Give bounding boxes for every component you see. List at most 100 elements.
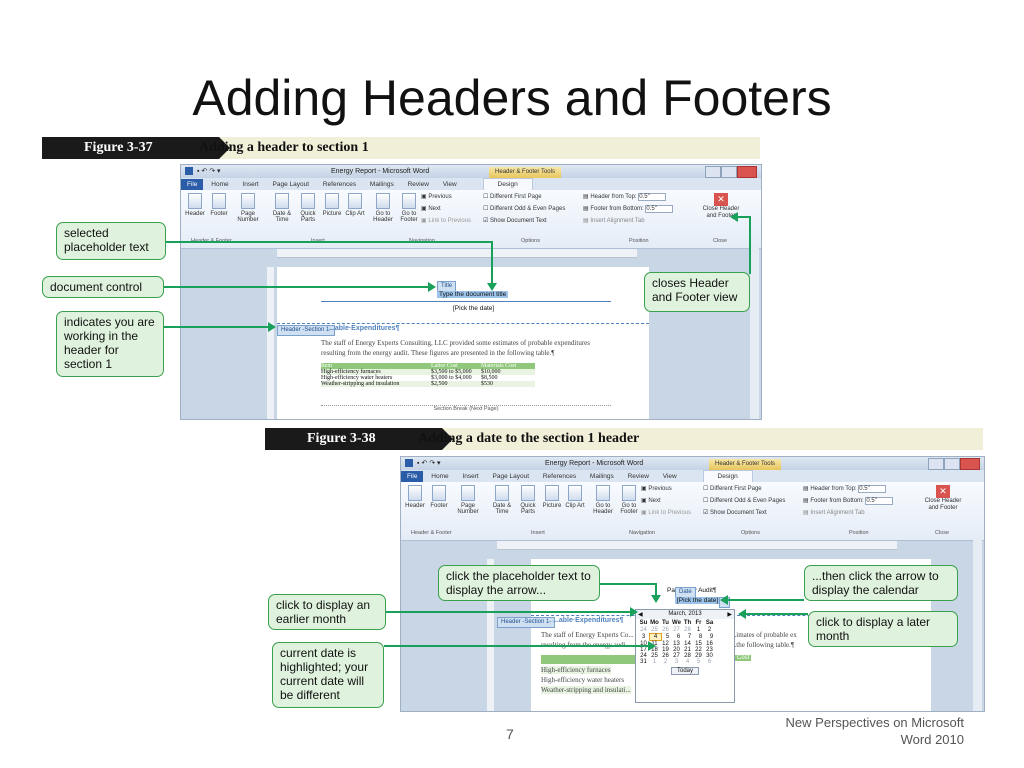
tab-file[interactable]: File <box>401 471 424 483</box>
calendar-day[interactable]: 15 <box>695 641 702 647</box>
quick-parts-button[interactable]: Quick Parts <box>297 193 319 223</box>
minimize-icon[interactable] <box>705 166 721 178</box>
previous-button[interactable]: ▣ Previous <box>421 194 452 200</box>
go-to-header-button[interactable]: Go to Header <box>371 193 395 223</box>
insert-alignment-tab-button[interactable]: ▤ Insert Alignment Tab <box>803 510 865 516</box>
calendar-day-today[interactable]: 4 <box>649 633 662 641</box>
calendar-day[interactable]: 6 <box>676 634 681 640</box>
calendar-day[interactable]: 4 <box>685 659 690 665</box>
close-icon[interactable] <box>960 458 980 470</box>
calendar-day[interactable]: 1 <box>696 627 701 633</box>
calendar-day[interactable]: 29 <box>695 653 702 659</box>
calendar-day[interactable]: 6 <box>707 659 712 665</box>
calendar-day[interactable]: 14 <box>684 641 691 647</box>
go-to-header-button[interactable]: Go to Header <box>591 485 615 515</box>
calendar-day[interactable]: 24 <box>640 653 647 659</box>
go-to-footer-button[interactable]: Go to Footer <box>397 193 421 223</box>
header-button[interactable]: Header <box>185 193 205 217</box>
calendar-day[interactable]: 27 <box>673 653 680 659</box>
tab-design[interactable]: Design <box>482 178 533 191</box>
date-placeholder[interactable]: [Pick the date] <box>675 597 721 604</box>
calendar-day[interactable]: 20 <box>673 647 680 653</box>
footer-from-bottom-input[interactable]: 0.5" <box>645 205 674 213</box>
date-placeholder[interactable]: [Pick the date] <box>453 305 495 312</box>
tab-home[interactable]: Home <box>211 181 229 188</box>
today-button[interactable]: Today <box>671 667 699 675</box>
tab-view[interactable]: View <box>442 181 457 188</box>
calendar-day[interactable]: 28 <box>684 627 691 633</box>
tab-file[interactable]: File <box>181 179 204 191</box>
calendar-day[interactable]: 3 <box>674 659 679 665</box>
clip-art-button[interactable]: Clip Art <box>565 485 585 509</box>
different-odd-even-checkbox[interactable]: ☐ Different Odd & Even Pages <box>483 206 566 212</box>
page-number-button[interactable]: Page Number <box>455 485 481 515</box>
calendar-day[interactable]: 9 <box>709 634 714 640</box>
calendar-day[interactable]: 19 <box>662 647 669 653</box>
calendar-day[interactable]: 31 <box>640 659 647 665</box>
calendar-day[interactable]: 16 <box>706 641 713 647</box>
quick-access-toolbar[interactable]: ▪ ↶ ↷ ▾ <box>197 168 221 175</box>
go-to-footer-button[interactable]: Go to Footer <box>617 485 641 515</box>
tab-page-layout[interactable]: Page Layout <box>272 181 310 188</box>
tab-page-layout[interactable]: Page Layout <box>492 473 530 480</box>
calendar-day[interactable]: 17 <box>640 647 647 653</box>
header-from-top-input[interactable]: 0.5" <box>858 485 887 493</box>
date-time-button[interactable]: Date & Time <box>271 193 293 223</box>
clip-art-button[interactable]: Clip Art <box>345 193 365 217</box>
calendar-day[interactable]: 3 <box>641 634 646 640</box>
calendar-day[interactable]: 23 <box>706 647 713 653</box>
link-to-previous-button[interactable]: ▣ Link to Previous <box>421 218 472 224</box>
document-page[interactable]: Title Type the document title [Pick the … <box>277 267 649 419</box>
horizontal-ruler[interactable] <box>497 541 897 550</box>
calendar-day[interactable]: 26 <box>662 627 669 633</box>
previous-month-arrow-icon[interactable]: ◀ <box>638 612 643 618</box>
calendar-day[interactable]: 12 <box>662 641 669 647</box>
next-month-arrow-icon[interactable]: ▶ <box>727 612 732 618</box>
tab-insert[interactable]: Insert <box>462 473 479 480</box>
tab-home[interactable]: Home <box>431 473 449 480</box>
calendar-day[interactable]: 25 <box>651 653 658 659</box>
tab-view[interactable]: View <box>662 473 677 480</box>
calendar-day[interactable]: 25 <box>651 627 658 633</box>
tab-references[interactable]: References <box>542 473 577 480</box>
vertical-scrollbar[interactable] <box>750 247 759 419</box>
insert-alignment-tab-button[interactable]: ▤ Insert Alignment Tab <box>583 218 645 224</box>
calendar-day[interactable]: 22 <box>695 647 702 653</box>
vertical-ruler[interactable] <box>267 267 274 419</box>
calendar-day[interactable]: 10 <box>640 641 647 647</box>
close-icon[interactable] <box>737 166 757 178</box>
calendar-day[interactable]: 26 <box>662 653 669 659</box>
vertical-scrollbar[interactable] <box>973 539 982 711</box>
calendar-day[interactable]: 5 <box>665 634 670 640</box>
calendar-day[interactable]: 27 <box>673 627 680 633</box>
calendar-day[interactable]: 30 <box>706 653 713 659</box>
tab-references[interactable]: References <box>322 181 357 188</box>
calendar-day[interactable]: 13 <box>673 641 680 647</box>
minimize-icon[interactable] <box>928 458 944 470</box>
tab-mailings[interactable]: Mailings <box>589 473 614 480</box>
footer-from-bottom-input[interactable]: 0.5" <box>865 497 894 505</box>
horizontal-ruler[interactable] <box>277 249 637 258</box>
different-first-page-checkbox[interactable]: ☐ Different First Page <box>483 194 542 200</box>
page-number-button[interactable]: Page Number <box>235 193 261 223</box>
show-document-text-checkbox[interactable]: ☑ Show Document Text <box>483 218 547 224</box>
footer-button[interactable]: Footer <box>209 193 229 217</box>
next-button[interactable]: ▣ Next <box>421 206 441 212</box>
quick-access-toolbar[interactable]: ▪ ↶ ↷ ▾ <box>417 460 441 467</box>
previous-button[interactable]: ▣ Previous <box>641 486 672 492</box>
calendar-day[interactable]: 24 <box>640 627 647 633</box>
calendar-day[interactable]: 21 <box>684 647 691 653</box>
calendar-day[interactable]: 8 <box>698 634 703 640</box>
calendar-day[interactable]: 7 <box>687 634 692 640</box>
tab-mailings[interactable]: Mailings <box>369 181 394 188</box>
next-button[interactable]: ▣ Next <box>641 498 661 504</box>
window-controls[interactable] <box>928 458 980 475</box>
tab-design[interactable]: Design <box>702 470 753 483</box>
date-time-button[interactable]: Date & Time <box>491 485 513 515</box>
vertical-ruler[interactable] <box>487 559 494 711</box>
title-placeholder[interactable]: Type the document title <box>437 291 509 298</box>
close-header-footer-button[interactable]: ✕ Close Header and Footer <box>697 193 745 220</box>
calendar-day[interactable]: 1 <box>652 659 657 665</box>
calendar-day[interactable]: 28 <box>684 653 691 659</box>
